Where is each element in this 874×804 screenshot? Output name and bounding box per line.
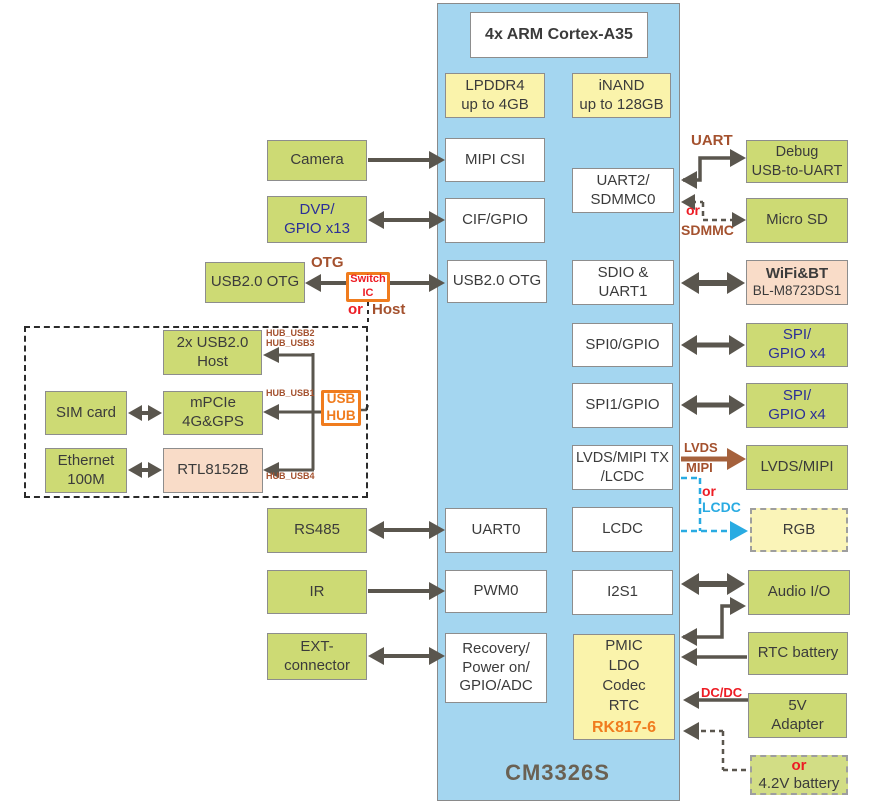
rgb-block: RGB bbox=[750, 508, 848, 552]
audio-io-block: Audio I/O bbox=[748, 570, 850, 615]
ext-connector-block: EXT- connector bbox=[267, 633, 367, 680]
recovery-port: Recovery/ Power on/ GPIO/ADC bbox=[445, 633, 547, 703]
battery-or-label: or bbox=[791, 757, 807, 774]
spi0-gpio-port: SPI0/GPIO bbox=[572, 323, 673, 367]
sdio-uart1-port: SDIO & UART1 bbox=[572, 260, 674, 305]
adapter-5v-block: 5V Adapter bbox=[748, 693, 847, 738]
usb-otg-ext-block: USB2.0 OTG bbox=[205, 262, 305, 303]
or-host-label: or bbox=[348, 301, 363, 318]
rs485-block: RS485 bbox=[267, 508, 367, 553]
usb-hub-cluster-frame bbox=[24, 326, 368, 498]
hub-usb3-label: HUB_USB3 bbox=[266, 338, 315, 348]
cpu-block: 4x ARM Cortex-A35 bbox=[470, 12, 648, 58]
wifi-bt-block: WiFi&BT BL-M8723DS1 bbox=[746, 260, 848, 305]
hub-usb4-label: HUB_USB4 bbox=[266, 471, 315, 481]
pwm0-port: PWM0 bbox=[445, 570, 547, 613]
mipi-csi-port: MIPI CSI bbox=[445, 138, 545, 182]
micro-sd-block: Micro SD bbox=[746, 198, 848, 243]
uart2-sdmmc0-port: UART2/ SDMMC0 bbox=[572, 168, 674, 213]
lvds-wire-label: LVDS bbox=[684, 440, 718, 455]
i2s1-port: I2S1 bbox=[572, 570, 673, 615]
hub-usb1-label: HUB_USB1 bbox=[266, 388, 315, 398]
dvp-gpio-block: DVP/ GPIO x13 bbox=[267, 196, 367, 243]
or-sdmmc-label: or bbox=[686, 202, 700, 218]
uart0-port: UART0 bbox=[445, 508, 547, 553]
debug-uart-block: Debug USB-to-UART bbox=[746, 140, 848, 183]
lpddr4-block: LPDDR4 up to 4GB bbox=[445, 73, 545, 118]
pmic-functions: PMIC LDO Codec RTC bbox=[602, 636, 646, 715]
hub-usb2-label: HUB_USB2 bbox=[266, 328, 315, 338]
inand-block: iNAND up to 128GB bbox=[572, 73, 671, 118]
wifi-bt-part: BL-M8723DS1 bbox=[752, 283, 842, 299]
dcdc-wire-label: DC/DC bbox=[701, 685, 743, 700]
soc-name: CM3326S bbox=[505, 760, 610, 785]
uart-wire-label: UART bbox=[691, 132, 733, 149]
usb-host-block: 2x USB2.0 Host bbox=[163, 330, 262, 375]
rtl8152b-block: RTL8152B bbox=[163, 448, 263, 493]
usb-otg-port: USB2.0 OTG bbox=[447, 260, 547, 303]
wifi-bt-title: WiFi&BT bbox=[765, 264, 829, 282]
lcdc-port: LCDC bbox=[572, 507, 673, 552]
host-mode-label: Host bbox=[372, 301, 406, 318]
spi1-gpio-port: SPI1/GPIO bbox=[572, 383, 673, 428]
cif-gpio-port: CIF/GPIO bbox=[445, 198, 545, 243]
or-lcdc-label: or bbox=[702, 483, 716, 499]
ir-block: IR bbox=[267, 570, 367, 614]
spi-gpio-x4-a-block: SPI/ GPIO x4 bbox=[746, 323, 848, 367]
battery-42v-block: or 4.2V battery bbox=[750, 755, 848, 795]
spi-gpio-x4-b-block: SPI/ GPIO x4 bbox=[746, 383, 848, 428]
rtc-battery-block: RTC battery bbox=[748, 632, 848, 675]
lvds-mipi-block: LVDS/MIPI bbox=[746, 445, 848, 490]
lvds-mipi-tx-port: LVDS/MIPI TX /LCDC bbox=[572, 445, 673, 490]
otg-mode-label: OTG bbox=[311, 254, 344, 271]
sdmmc-wire-label: SDMMC bbox=[681, 222, 734, 238]
ethernet-block: Ethernet 100M bbox=[45, 448, 127, 493]
switch-ic-block: Switch IC bbox=[346, 272, 390, 302]
lcdc-wire-label: LCDC bbox=[702, 499, 741, 515]
pmic-block: PMIC LDO Codec RTC RK817-6 bbox=[573, 634, 675, 740]
mipi-wire-label: MIPI bbox=[686, 460, 713, 475]
usb-hub-block: USB HUB bbox=[321, 390, 361, 426]
battery-42v-label: 4.2V battery bbox=[758, 775, 840, 792]
pmic-part-number: RK817-6 bbox=[591, 718, 657, 736]
camera-block: Camera bbox=[267, 140, 367, 181]
mpcie-block: mPCIe 4G&GPS bbox=[163, 391, 263, 435]
sim-card-block: SIM card bbox=[45, 391, 127, 435]
